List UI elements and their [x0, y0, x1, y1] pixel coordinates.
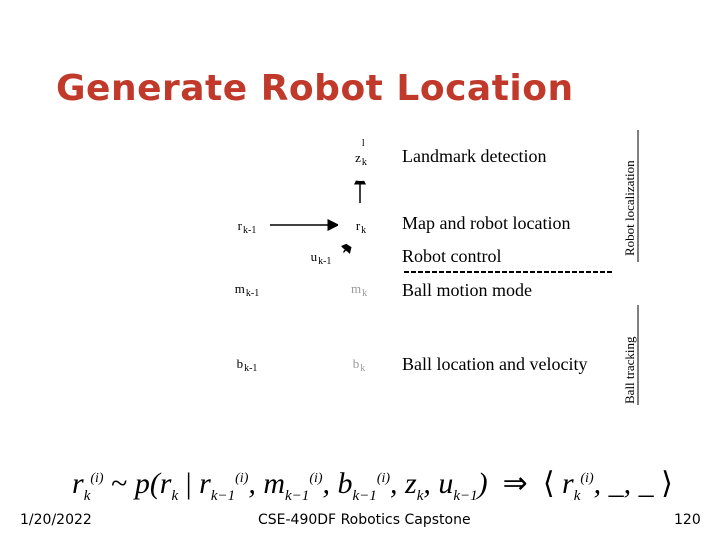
node-z-k-sup: l	[361, 138, 365, 149]
node-r-kprev-main: r	[237, 218, 242, 233]
side-label-ball-tracking: Ball tracking	[622, 336, 637, 404]
node-u-main: u	[310, 249, 318, 264]
footer-page-number: 120	[674, 512, 701, 528]
slide-title: Generate Robot Location	[56, 68, 574, 109]
node-b-kprev-sub: k-1	[244, 363, 258, 374]
node-u-sub: k-1	[318, 256, 332, 267]
node-m-k-minus-1: mk-1	[224, 266, 270, 312]
node-m-k-sub: k	[362, 288, 368, 299]
node-b-k-sub: k	[360, 363, 366, 374]
node-z-k-main: z	[355, 150, 361, 165]
node-r-k-minus-1: rk-1	[224, 203, 270, 249]
desc-ball-motion-mode: Ball motion mode	[402, 280, 532, 300]
formula-text: rk(i) ~ p(rk | rk−1(i), mk−1(i), bk−1(i)…	[72, 467, 673, 504]
node-b-k-minus-1: bk-1	[224, 341, 270, 387]
node-m-kprev-main: m	[234, 281, 245, 296]
node-b-k: bk	[336, 341, 382, 387]
node-r-kprev-sub: k-1	[243, 225, 257, 236]
node-m-kprev-sub: k-1	[245, 288, 260, 299]
desc-robot-control: Robot control	[402, 246, 502, 266]
node-m-k: mk	[336, 266, 382, 312]
side-label-robot-localization: Robot localization	[622, 160, 637, 256]
footer-date: 1/20/2022	[20, 512, 92, 528]
footer-course: CSE-490DF Robotics Capstone	[258, 512, 471, 528]
formula: rk(i) ~ p(rk | rk−1(i), mk−1(i), bk−1(i)…	[72, 466, 673, 505]
node-b-kprev-main: b	[236, 356, 244, 371]
desc-landmark-detection: Landmark detection	[402, 146, 547, 166]
node-u-k-minus-1: uk-1	[298, 234, 344, 280]
node-b-k-main: b	[352, 356, 360, 371]
desc-map-robot-location: Map and robot location	[402, 213, 571, 233]
desc-ball-location-velocity: Ball location and velocity	[402, 354, 588, 374]
node-r-k: rk	[338, 203, 384, 249]
node-m-k-main: m	[350, 281, 362, 296]
node-r-k-main: r	[355, 218, 361, 233]
node-r-k-sub: k	[361, 225, 367, 236]
node-z-k-sub: k	[361, 157, 367, 168]
